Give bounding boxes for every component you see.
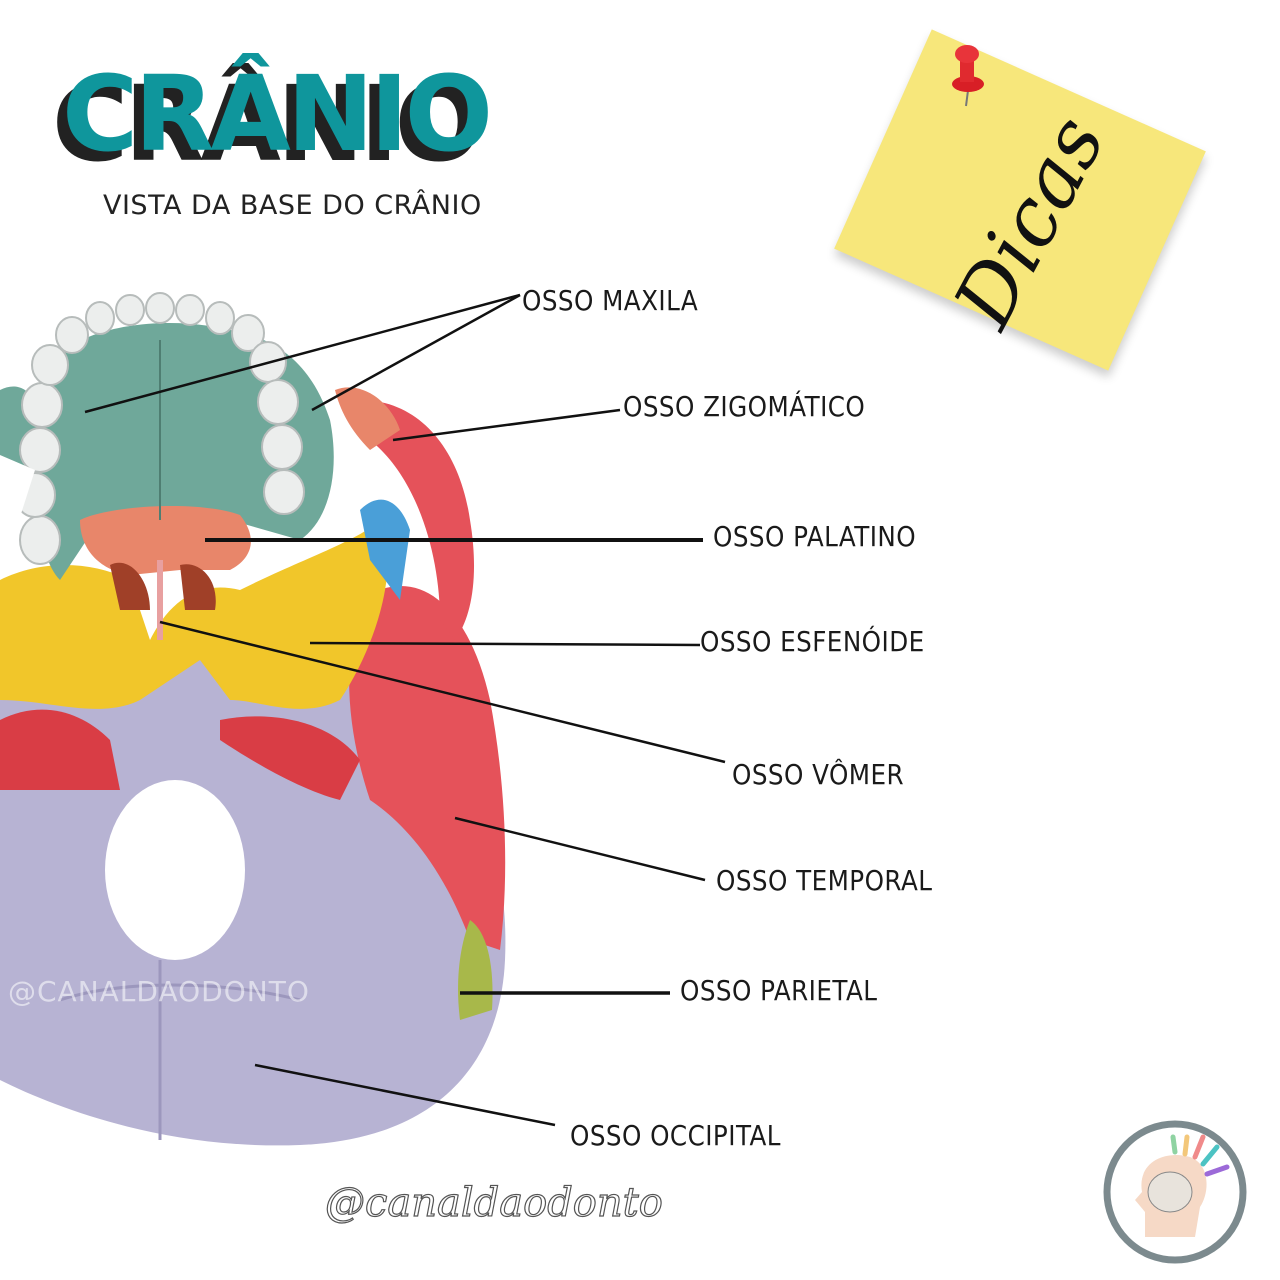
choanae — [110, 562, 216, 610]
foramen-magnum — [105, 780, 245, 960]
sphenoid-bone — [0, 520, 388, 709]
sphenoid-wing — [360, 499, 410, 600]
subtitle: VISTA DA BASE DO CRÂNIO — [103, 190, 482, 221]
leader-occipital — [254, 1063, 556, 1127]
label-osso-vomer: OSSO VÔMER — [732, 758, 905, 791]
leader-maxila-1 — [84, 293, 521, 414]
parietal-bone — [458, 920, 493, 1020]
logo — [1103, 1120, 1247, 1264]
white-corner — [0, 455, 35, 580]
page-title: CRÂNIO — [62, 53, 493, 175]
watermark: @CANALDAODONTO — [8, 975, 310, 1008]
handle-signature: @canaldaodonto — [324, 1179, 663, 1226]
label-osso-zigomatico: OSSO ZIGOMÁTICO — [623, 390, 866, 423]
label-osso-occipital: OSSO OCCIPITAL — [570, 1119, 781, 1152]
teeth — [14, 292, 305, 565]
label-osso-esfenoide: OSSO ESFENÓIDE — [700, 625, 925, 658]
palatine-bone — [80, 505, 251, 575]
temporal-bone — [349, 586, 506, 950]
leader-esfenoide — [309, 641, 701, 647]
zygomatic-arch — [360, 400, 475, 640]
temporal-left — [0, 709, 120, 790]
leader-temporal — [454, 816, 706, 882]
label-osso-parietal: OSSO PARIETAL — [680, 974, 878, 1007]
leader-vomer — [159, 620, 726, 764]
leader-zigomatico — [392, 408, 621, 442]
zygomatic-bone — [335, 387, 400, 450]
leader-maxila-2 — [311, 293, 521, 412]
occipital-ridges — [59, 960, 301, 1140]
label-osso-palatino: OSSO PALATINO — [713, 520, 917, 553]
label-osso-temporal: OSSO TEMPORAL — [716, 864, 933, 897]
leader-lines — [84, 293, 726, 1127]
label-osso-maxila: OSSO MAXILA — [522, 284, 699, 317]
temporal-inner-right — [220, 716, 360, 800]
pushpin-icon — [952, 45, 984, 107]
